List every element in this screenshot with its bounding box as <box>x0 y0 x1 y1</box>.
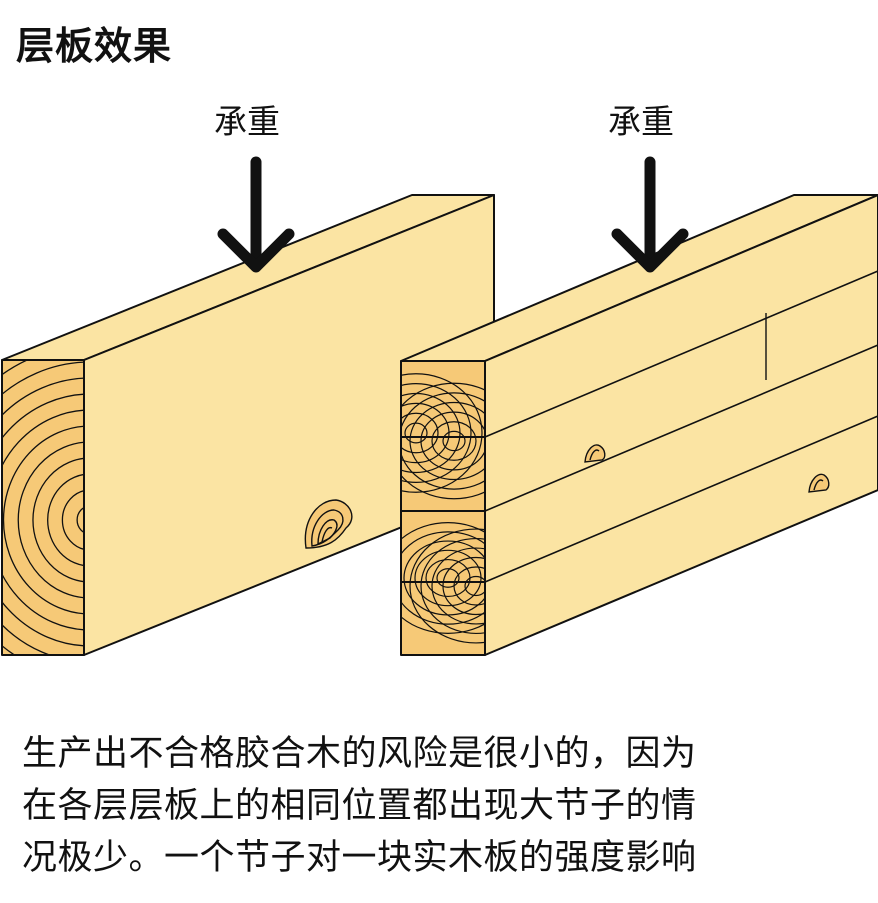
solid-timber-beam <box>1 194 495 656</box>
lamella-grain-line <box>453 566 485 606</box>
lamella-grain-line <box>404 422 428 444</box>
solid-beam-end-face <box>1 359 85 656</box>
growth-ring <box>76 505 84 535</box>
lamella-grain-line <box>401 522 485 634</box>
glulam-lamination-lines <box>401 270 878 583</box>
solid-beam-growth-rings <box>2 360 84 655</box>
glulam-knot-1 <box>584 444 606 463</box>
growth-ring <box>47 473 84 567</box>
lamella-grain-line <box>409 528 485 644</box>
glulam-lamella-end-grain <box>401 373 485 644</box>
caption-line: 在各层层板上的相同位置都出现大节子的情 <box>22 786 697 826</box>
lamella-grain-line <box>420 537 485 635</box>
lamella-grain-line <box>442 556 485 616</box>
lamella-grain-line <box>420 411 485 471</box>
lamella-grain-line <box>464 575 485 597</box>
caption-line: 况极少。一个节子对一块实木板的强度影响 <box>22 838 697 878</box>
lamella-grain-line <box>442 430 466 452</box>
beam-comparison-diagram <box>1 156 878 656</box>
lamella-grain-line <box>436 568 460 588</box>
lamella-grain-line <box>401 383 472 484</box>
lamella-grain-line <box>431 421 477 461</box>
growth-ring <box>32 457 84 583</box>
caption-line: 生产出不合格胶合木的风险是很小的，因为 <box>22 734 697 774</box>
page-title: 层板效果 <box>16 24 173 68</box>
lamella-grain-line <box>401 531 485 625</box>
lamella-grain-line <box>409 401 485 481</box>
glulam-knot-2 <box>808 473 830 493</box>
caption-text: 生产出不合格胶合木的风险是很小的，因为 在各层层板上的相同位置都出现大节子的情 … <box>22 728 862 884</box>
load-arrow-left <box>217 156 295 273</box>
lamella-grain-line <box>401 412 439 454</box>
growth-ring <box>2 425 84 615</box>
growth-ring <box>61 489 84 551</box>
lamella-grain-line <box>401 373 483 493</box>
growth-ring <box>17 441 84 599</box>
lamella-grain-line <box>431 547 485 625</box>
lamella-grain-line <box>401 392 485 490</box>
solid-beam-knot <box>304 499 353 549</box>
load-label-left: 承重 <box>214 102 280 141</box>
lamella-grain-line <box>401 382 485 500</box>
load-label-right: 承重 <box>608 102 674 141</box>
load-arrow-right <box>611 156 689 273</box>
